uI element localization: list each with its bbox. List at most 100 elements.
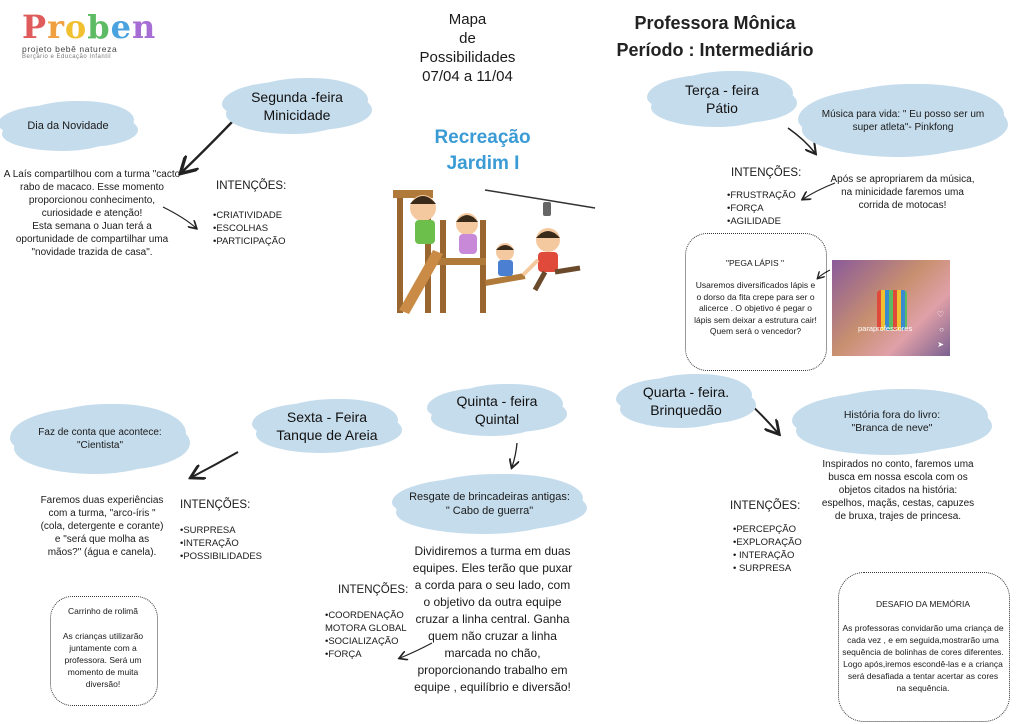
carrinho-rolima-text: As crianças utilizarão juntamente com a …: [62, 631, 144, 689]
wednesday-place: Brinquedão: [650, 402, 722, 418]
pencil-holder-shape: [877, 290, 907, 330]
wednesday-day-name: Quarta - feira.: [642, 384, 730, 400]
tuesday-activity: Música para vida: " Eu posso ser um supe…: [821, 109, 985, 133]
arrow-thursday-2: [400, 642, 433, 658]
monday-intent-item: •PARTICIPAÇÃO: [213, 236, 286, 247]
monday-activity-cloud: [8, 105, 128, 147]
thursday-description: Dividiremos a turma em duas equipes. Ele…: [412, 544, 573, 694]
share-icon: ➤: [937, 340, 944, 349]
friday-intent-title: INTENÇÕES:: [180, 499, 251, 511]
monday-intent-title: INTENÇÕES:: [216, 180, 287, 192]
pega-lapis-box: [685, 233, 827, 371]
tuesday-description: Após se apropriarem da música, na minici…: [830, 174, 975, 211]
playground-illustration: [393, 189, 596, 314]
tuesday-intent-item: •AGILIDADE: [727, 216, 782, 227]
mapa-line-1: Mapa: [448, 11, 487, 28]
tuesday-day-name: Terça - feira: [685, 82, 759, 98]
wednesday-activity: História fora do livro: "Branca de neve": [802, 393, 982, 451]
thursday-activity: Resgate de brincadeiras antigas: " Cabo …: [409, 491, 570, 517]
thursday-day-name: Quinta - feira: [456, 393, 538, 409]
recreacao-title: Recreação: [434, 127, 531, 148]
pega-lapis-text: Usaremos diversificados lápis e o dorso …: [694, 280, 817, 336]
tuesday-intent-list: •FRUSTRAÇÃO •FORÇA •AGILIDADE: [727, 189, 796, 228]
arrow-thursday: [512, 442, 517, 467]
wednesday-description: Inspirados no conto, faremos uma busca e…: [821, 459, 975, 522]
tuesday-activity-cloud: [808, 88, 998, 153]
tuesday-day-cloud: [657, 75, 787, 123]
friday-day-name: Sexta - Feira: [286, 409, 368, 425]
friday-intent-item: •SURPRESA: [180, 525, 236, 536]
desafio-memoria-title: DESAFIO DA MEMÓRIA: [876, 599, 970, 609]
wednesday-intent-list: •PERCEPÇÃO •EXPLORAÇÃO • INTERAÇÃO • SUR…: [733, 523, 802, 575]
tuesday-intent-item: •FORÇA: [727, 203, 764, 214]
wednesday-activity-cloud: [802, 393, 982, 451]
teacher-name: Professora Mônica: [634, 13, 796, 33]
thursday-intent-title: INTENÇÕES:: [338, 584, 409, 596]
thursday-intent-item: •COORDENAÇÃO: [325, 610, 404, 621]
friday-intent-item: •POSSIBILIDADES: [180, 551, 262, 562]
thursday-place: Quintal: [474, 411, 520, 427]
wednesday-intent-item: • INTERAÇÃO: [733, 550, 795, 561]
mapa-line-3: Possibilidades: [419, 49, 516, 66]
mapa-line-4: 07/04 a 11/04: [422, 68, 513, 85]
comment-icon: ○: [939, 325, 944, 334]
monday-place: Minicidade: [263, 107, 331, 123]
friday-activity: Faz de conta que acontece: "Cientista": [20, 408, 180, 470]
logo: Proben projeto bebê natureza Berçário e …: [22, 10, 162, 66]
wednesday-day-label: Quarta - feira. Brinquedão: [626, 378, 746, 424]
wednesday-intent-title: INTENÇÕES:: [730, 500, 801, 512]
friday-place: Tanque de Areia: [276, 427, 378, 443]
wednesday-day-cloud: [626, 378, 746, 424]
desafio-memoria-text: As professoras convidarão uma criança de…: [842, 623, 1004, 693]
friday-intent-item: •INTERAÇÃO: [180, 538, 239, 549]
wednesday-activity-line1: História fora do livro:: [843, 409, 941, 421]
period-label: Período : Intermediário: [616, 40, 814, 60]
monday-day-cloud: [232, 82, 362, 130]
thursday-intent-item: MOTORA GLOBAL: [325, 623, 407, 634]
friday-intent-list: •SURPRESA •INTERAÇÃO •POSSIBILIDADES: [180, 524, 262, 563]
pencils-photo: paraprofessores ♡ ○ ➤: [832, 260, 950, 356]
monday-activity: Dia da Novidade: [27, 119, 109, 132]
mapa-title: Mapa de Possibilidades 07/04 a 11/04: [400, 10, 535, 86]
friday-day-cloud: [262, 403, 392, 449]
logo-tagline: projeto bebê natureza: [22, 44, 118, 54]
tuesday-place: Pátio: [706, 100, 738, 116]
monday-day-label: Segunda -feira Minicidade: [232, 82, 362, 130]
arrow-tuesday-3: [818, 269, 831, 278]
photo-caption: paraprofessores: [858, 324, 913, 333]
thursday-day-cloud: [437, 388, 557, 432]
monday-day-name: Segunda -feira: [251, 89, 343, 105]
carrinho-rolima-title: Carrinho de rolimã: [68, 606, 138, 616]
tuesday-day-label: Terça - feira Pátio: [657, 75, 787, 123]
carrinho-rolima-box: [50, 596, 158, 706]
pega-lapis-title: "PEGA LÁPIS ": [725, 258, 784, 268]
arrow-tuesday: [787, 127, 815, 153]
thursday-intent-item: •SOCIALIZAÇÃO: [325, 636, 399, 647]
wednesday-intent-item: •PERCEPÇÃO: [733, 524, 796, 535]
tuesday-intent-item: •FRUSTRAÇÃO: [727, 190, 796, 201]
friday-description: Faremos duas experiências com a turma, "…: [40, 495, 164, 558]
wednesday-intent-item: •EXPLORAÇÃO: [733, 537, 802, 548]
mapa-line-2: de: [459, 30, 476, 47]
heart-icon: ♡: [936, 310, 944, 319]
thursday-activity-cloud: [402, 478, 577, 530]
wednesday-intent-item: • SURPRESA: [733, 563, 792, 574]
friday-day-label: Sexta - Feira Tanque de Areia: [262, 403, 392, 449]
monday-intent-list: •CRIATIVIDADE •ESCOLHAS •PARTICIPAÇÃO: [213, 209, 285, 248]
thursday-intent-list: •COORDENAÇÃO MOTORA GLOBAL •SOCIALIZAÇÃO…: [325, 609, 407, 661]
logo-subtagline: Berçário e Educação Infantil: [22, 54, 112, 60]
desafio-memoria-box: [838, 572, 1010, 722]
thursday-intent-item: •FORÇA: [325, 649, 362, 660]
tuesday-intent-title: INTENÇÕES:: [731, 167, 802, 179]
arrow-friday: [192, 451, 239, 477]
class-title: Jardim I: [446, 153, 520, 174]
logo-letter: P: [22, 8, 48, 46]
friday-activity-cloud: [20, 408, 180, 470]
arrow-tuesday-2: [803, 182, 836, 199]
logo-letter: b: [87, 8, 111, 46]
friday-activity-line2: "Cientista": [76, 440, 123, 451]
monday-intent-item: •CRIATIVIDADE: [213, 210, 283, 221]
thursday-day-label: Quinta - feira Quintal: [437, 388, 557, 432]
logo-letter: r: [47, 8, 65, 46]
logo-wordmark: Proben: [22, 10, 162, 44]
